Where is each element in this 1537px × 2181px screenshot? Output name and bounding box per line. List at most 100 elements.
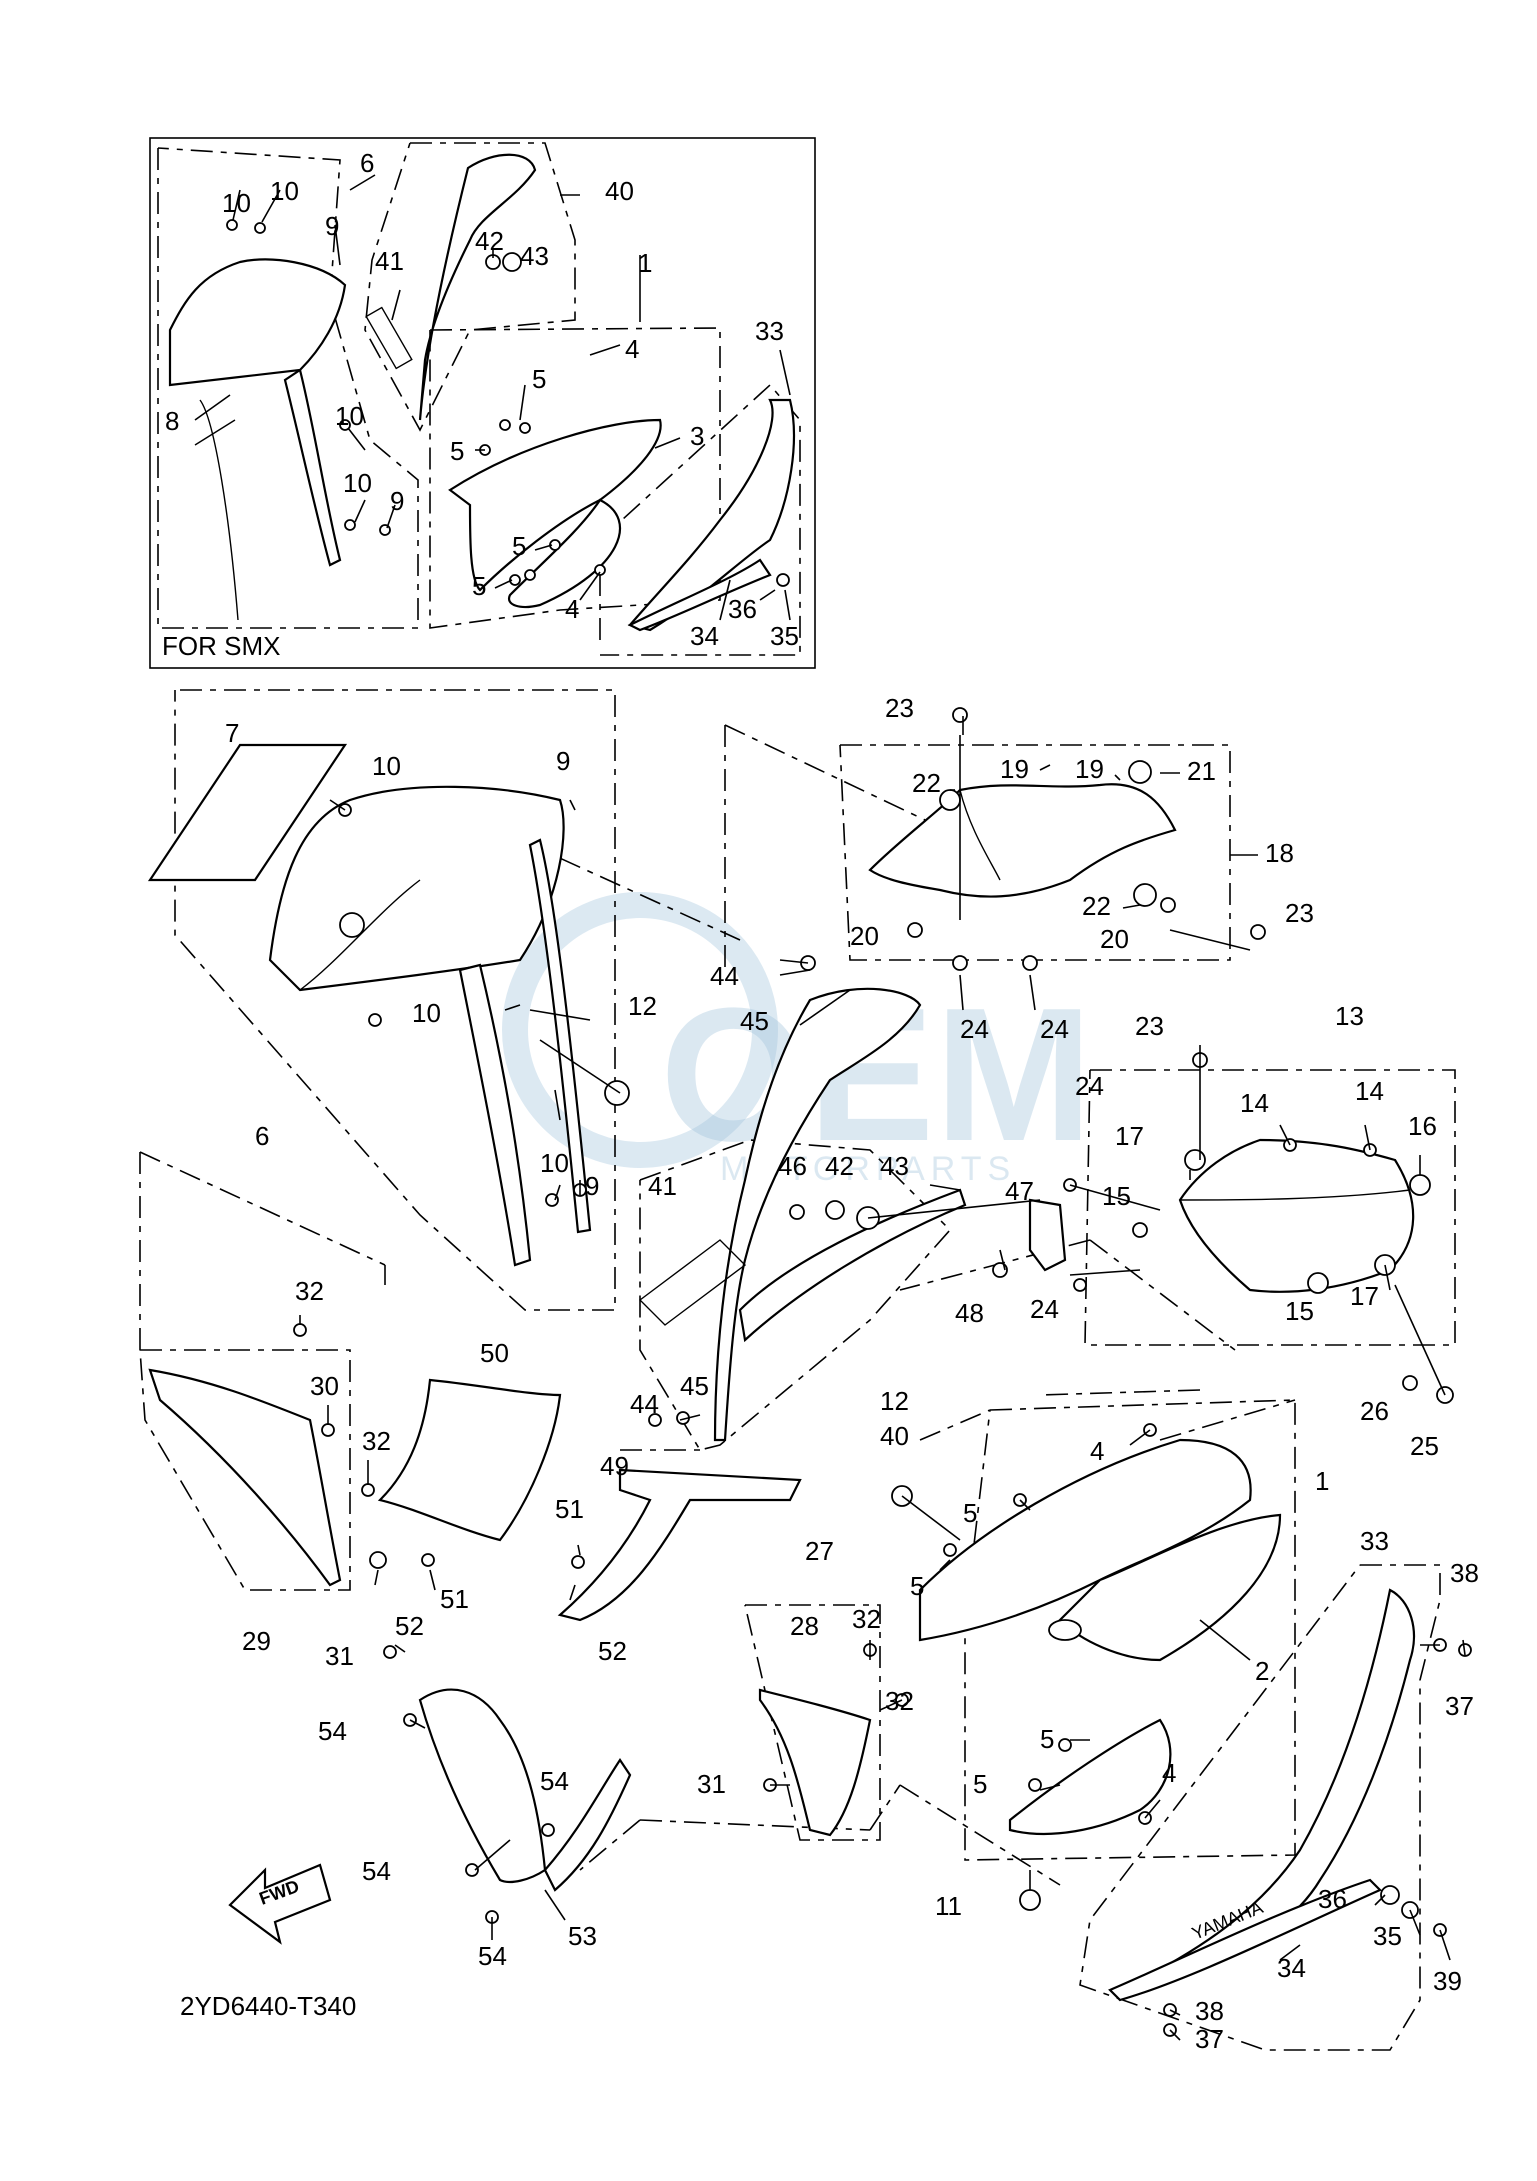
callout: 20 xyxy=(850,921,879,951)
callout: 16 xyxy=(1408,1111,1437,1141)
callout: 22 xyxy=(912,768,941,798)
callout: 44 xyxy=(710,961,739,991)
callout: 18 xyxy=(1265,838,1294,868)
callout: 13 xyxy=(1335,1001,1364,1031)
callout: 7 xyxy=(225,718,239,748)
callout: 4 xyxy=(565,594,579,624)
inset-under-cowl-33 xyxy=(628,398,795,632)
callout: 27 xyxy=(805,1536,834,1566)
grommet-15b xyxy=(1307,1272,1329,1294)
callout: 23 xyxy=(1285,898,1314,928)
lower-cowl-53 xyxy=(418,1688,547,1884)
callout: 19 xyxy=(1000,754,1029,784)
callout: 5 xyxy=(472,571,486,601)
callout: 40 xyxy=(605,176,634,206)
callout: 53 xyxy=(568,1921,597,1951)
callout: 38 xyxy=(1195,1996,1224,2026)
group-29-outline xyxy=(139,1349,351,1591)
callout: 9 xyxy=(390,486,404,516)
callout: 9 xyxy=(585,1171,599,1201)
callout: 42 xyxy=(475,226,504,256)
inset-callouts: 10 10 6 40 9 41 42 43 1 33 4 5 8 10 5 3 … xyxy=(165,148,799,651)
callout: 4 xyxy=(1162,1758,1176,1788)
callout: 37 xyxy=(1445,1691,1474,1721)
callout: 1 xyxy=(1315,1466,1329,1496)
inset-caption: FOR SMX xyxy=(162,631,280,661)
callout: 8 xyxy=(165,406,179,436)
callout: 33 xyxy=(755,316,784,346)
group-18-outline xyxy=(839,744,1231,961)
callout: 10 xyxy=(222,188,251,218)
callout: 36 xyxy=(1318,1884,1347,1914)
inset-front-cowl xyxy=(168,258,347,387)
callout: 25 xyxy=(1410,1431,1439,1461)
callout: 5 xyxy=(1040,1724,1054,1754)
inset-side-cover-lower xyxy=(507,498,621,609)
callout: 14 xyxy=(1240,1088,1269,1118)
callout: 15 xyxy=(1102,1181,1131,1211)
callout: 24 xyxy=(1075,1071,1104,1101)
callout: 5 xyxy=(963,1498,977,1528)
group-6-outline xyxy=(174,689,616,1311)
callout: 40 xyxy=(880,1421,909,1451)
callout: 9 xyxy=(556,746,570,776)
callout: 6 xyxy=(255,1121,269,1151)
inset-mirror-stay xyxy=(199,399,239,621)
inset-windscreen-40 xyxy=(418,153,537,421)
callout: 45 xyxy=(740,1006,769,1036)
callout: 34 xyxy=(690,621,719,651)
callout: 32 xyxy=(852,1604,881,1634)
callout: 54 xyxy=(540,1766,569,1796)
callout: 5 xyxy=(910,1571,924,1601)
callout: 2 xyxy=(1255,1656,1269,1686)
callout: 5 xyxy=(532,364,546,394)
callout: 49 xyxy=(600,1451,629,1481)
inset-group-1 xyxy=(429,327,721,629)
decal-7 xyxy=(147,743,348,882)
callout: 30 xyxy=(310,1371,339,1401)
front-cowl-rail xyxy=(458,963,532,1267)
callout: 35 xyxy=(1373,1921,1402,1951)
callout: 32 xyxy=(295,1276,324,1306)
callout: 4 xyxy=(625,334,639,364)
callout: 23 xyxy=(1135,1011,1164,1041)
frame-49 xyxy=(557,1468,802,1622)
callout: 10 xyxy=(372,751,401,781)
fwd-arrow-icon: FWD xyxy=(228,1863,332,1945)
under-cowl-29 xyxy=(148,1368,342,1587)
callout: 35 xyxy=(770,621,799,651)
callout: 26 xyxy=(1360,1396,1389,1426)
callout: 15 xyxy=(1285,1296,1314,1326)
inset-side-cover-3 xyxy=(448,418,662,592)
callout: 3 xyxy=(690,421,704,451)
intake-13 xyxy=(1178,1138,1431,1294)
callout: 21 xyxy=(1187,756,1216,786)
grommet-21 xyxy=(1128,760,1152,784)
callout: 4 xyxy=(1090,1436,1104,1466)
callout: 32 xyxy=(362,1426,391,1456)
callout: 12 xyxy=(628,991,657,1021)
grommet-22b xyxy=(1133,883,1157,907)
callout: 29 xyxy=(242,1626,271,1656)
front-cowl-6 xyxy=(268,785,630,1267)
callout: 44 xyxy=(630,1389,659,1419)
callout: 43 xyxy=(520,241,549,271)
callout: 51 xyxy=(440,1584,469,1614)
callout: 5 xyxy=(973,1769,987,1799)
callout: 33 xyxy=(1360,1526,1389,1556)
callout: 20 xyxy=(1100,924,1129,954)
callout: 10 xyxy=(335,401,364,431)
callout: 11 xyxy=(935,1891,962,1921)
callout: 14 xyxy=(1355,1076,1384,1106)
callout: 54 xyxy=(362,1856,391,1886)
bracket-50 xyxy=(377,1378,562,1542)
callout: 31 xyxy=(325,1641,354,1671)
callout: 46 xyxy=(778,1151,807,1181)
grommet-17 xyxy=(1184,1149,1206,1171)
callout: 17 xyxy=(1115,1121,1144,1151)
callout: 52 xyxy=(598,1636,627,1666)
bracket-27 xyxy=(758,1688,872,1837)
callout: 36 xyxy=(728,594,757,624)
callout: 34 xyxy=(1277,1953,1306,1983)
inset-group-40 xyxy=(364,142,576,432)
